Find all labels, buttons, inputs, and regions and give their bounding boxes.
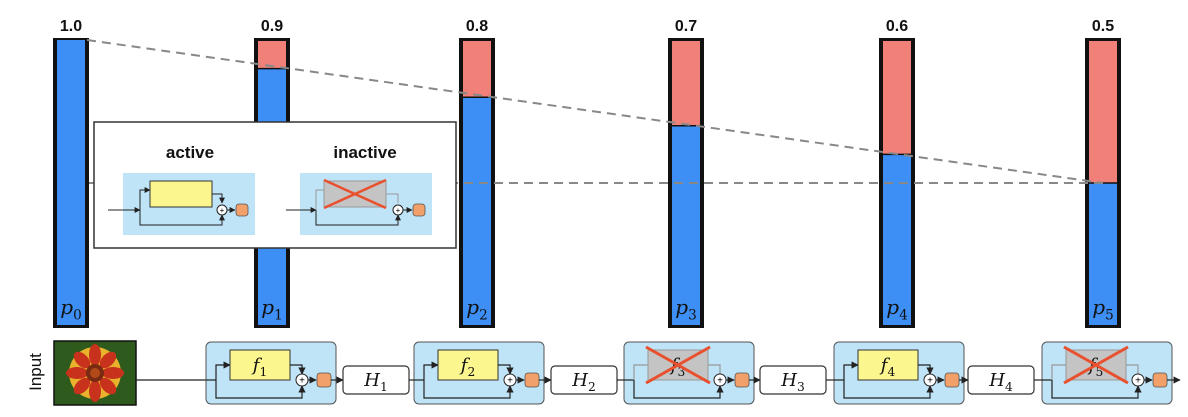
f-box: [437, 349, 499, 381]
legend-inactive-block: +: [286, 173, 432, 235]
svg-text:+: +: [717, 376, 723, 387]
svg-text:+: +: [299, 376, 305, 387]
transition-H4: H4: [967, 365, 1042, 395]
transition-H2: H2: [550, 365, 624, 395]
bar-p2: 0.8 p2: [459, 18, 495, 328]
legend-inactive-out: [412, 203, 426, 217]
h-label: H1: [363, 370, 388, 394]
dashed-decay-line: [86, 39, 1104, 184]
bar-drop-segment: [258, 41, 286, 69]
bar-survive-segment: [463, 97, 491, 325]
bar-p-label: p2: [466, 295, 487, 324]
bar-drop-segment: [672, 41, 700, 126]
transition-H1: H1: [342, 365, 414, 395]
svg-text:+: +: [507, 376, 513, 387]
bar-value-label: 0.5: [1092, 18, 1114, 35]
bar-value-label: 0.6: [886, 18, 908, 35]
bar-p3: 0.7 p3: [668, 18, 704, 328]
bar-p-label: p5: [1092, 295, 1113, 324]
legend-active-label: active: [166, 143, 214, 162]
relu-node: [316, 372, 332, 388]
bar-survive-segment: [57, 40, 85, 325]
svg-text:+: +: [927, 376, 933, 387]
bar-p5: 0.5 p5: [1085, 18, 1121, 328]
res-block-1: f1+: [205, 341, 344, 405]
bar-p-label: p4: [886, 295, 907, 324]
bar-p-label: p1: [261, 295, 282, 324]
f-box: [857, 349, 919, 381]
res-block-2: f2+: [413, 341, 552, 405]
input-flower-image: [53, 340, 137, 406]
bar-p4: 0.6 p4: [879, 18, 915, 328]
bar-p-label: p0: [60, 295, 81, 324]
legend-inactive-label: inactive: [333, 143, 396, 162]
bar-value-label: 1.0: [60, 18, 82, 35]
h-label: H3: [780, 370, 805, 394]
res-block-3: f3+: [623, 341, 761, 405]
bar-p0: 1.0 p0: [53, 18, 89, 328]
relu-node: [524, 372, 540, 388]
transition-H3: H3: [759, 365, 834, 395]
relu-node: [944, 372, 960, 388]
legend-active-block: +: [108, 173, 255, 235]
bar-drop-segment: [883, 41, 911, 155]
svg-text:+: +: [1135, 376, 1141, 387]
legend-active-out: [235, 203, 249, 217]
bar-value-label: 0.9: [261, 18, 283, 35]
bar-value-label: 0.7: [675, 18, 697, 35]
h-label: H4: [988, 370, 1013, 394]
bar-drop-segment: [1089, 41, 1117, 183]
relu-node: [1152, 372, 1168, 388]
legend-active-f-box: [149, 180, 213, 208]
bar-survive-segment: [1089, 183, 1117, 325]
legend-box: active inactive + +: [93, 121, 457, 249]
residual-pipeline: f1+ f2+ f3+ f4+ f5+ H1 H2 H3 H4: [136, 341, 1181, 405]
svg-text:+: +: [220, 206, 225, 215]
bar-p-label: p3: [675, 295, 696, 324]
svg-text:+: +: [396, 206, 401, 215]
input-label: Input: [26, 353, 45, 391]
h-label: H2: [571, 370, 596, 394]
res-block-5: f5+: [1041, 341, 1181, 405]
bar-value-label: 0.8: [466, 18, 488, 35]
res-block-4: f4+: [833, 341, 969, 405]
bar-drop-segment: [463, 41, 491, 98]
relu-node: [734, 372, 750, 388]
bar-survive-segment: [672, 125, 700, 325]
